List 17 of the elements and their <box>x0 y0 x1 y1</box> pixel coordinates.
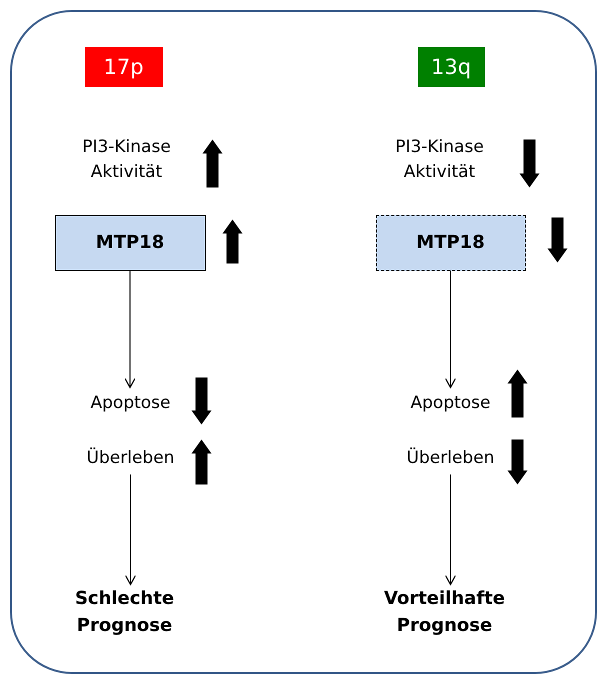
label-text: PI3-Kinase Aktivität <box>81 136 172 184</box>
arrow <box>444 474 456 586</box>
protein-box: MTP18 <box>54 214 206 270</box>
chromosome-tag: 13q <box>418 46 484 86</box>
label-text: Apoptose <box>90 392 170 416</box>
protein-box: MTP18 <box>376 214 526 270</box>
label-text: Überleben <box>406 446 494 470</box>
arrow <box>124 474 136 586</box>
outcome-text: Vorteilhafte Prognose <box>383 587 506 638</box>
label-text: Apoptose <box>410 392 490 416</box>
label-text: Überleben <box>86 446 174 470</box>
outcome-text: Schlechte Prognose <box>74 587 176 638</box>
arrow <box>444 270 456 388</box>
panel-background <box>10 10 597 674</box>
arrow <box>124 270 136 388</box>
chromosome-tag: 17p <box>84 46 162 86</box>
label-text: PI3-Kinase Aktivität <box>394 136 485 184</box>
